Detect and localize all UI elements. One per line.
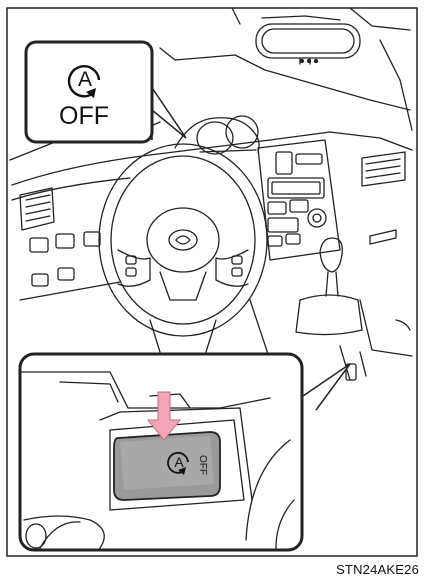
rear-view-mirror — [256, 24, 360, 64]
switch-icon-letter: A — [174, 454, 184, 470]
steering-wheel — [99, 144, 267, 352]
indicator-label: OFF — [44, 102, 124, 131]
auto-stop-start-off-switch[interactable]: A OFF — [114, 432, 220, 500]
indicator-icon-letter: A — [78, 68, 92, 91]
left-air-vent — [20, 188, 54, 230]
left-switch-panel — [20, 232, 120, 300]
center-console — [258, 140, 340, 260]
gear-lever — [296, 238, 362, 335]
instrument-cluster — [175, 116, 259, 154]
switch-label: OFF — [197, 455, 208, 475]
switch-callout: A OFF — [20, 354, 302, 550]
figure-code: STN24AKE26 — [336, 562, 419, 577]
